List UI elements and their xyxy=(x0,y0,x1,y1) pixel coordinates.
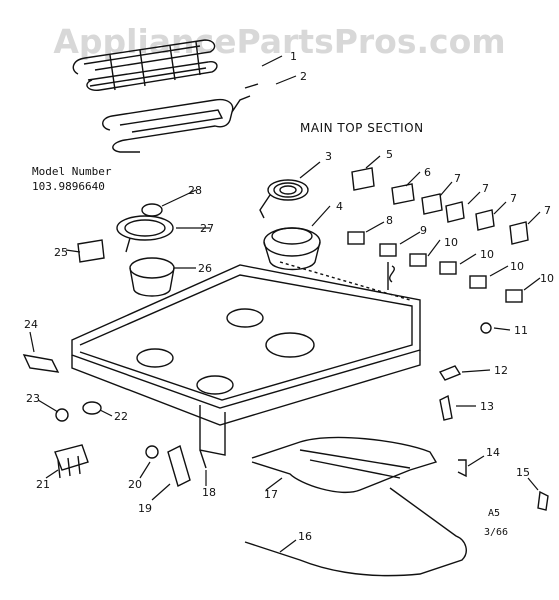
revision-date: 3/66 xyxy=(484,527,509,538)
callout: 20 xyxy=(128,478,142,491)
callout: 5 xyxy=(386,148,393,161)
part-13 xyxy=(439,394,453,421)
callout: 24 xyxy=(24,318,38,331)
section-title: MAIN TOP SECTION xyxy=(300,121,424,135)
part-23 xyxy=(55,408,69,422)
callout: 6 xyxy=(424,166,431,179)
callout: 22 xyxy=(114,410,128,423)
callout: 10 xyxy=(540,272,554,285)
callout: 26 xyxy=(198,262,212,275)
terminal-block xyxy=(54,444,89,479)
callout: 10 xyxy=(510,260,524,273)
part-18 xyxy=(199,449,207,469)
drip-pan-small xyxy=(129,257,175,297)
control-knobs xyxy=(351,167,529,245)
surface-coil xyxy=(259,179,309,219)
callout: 14 xyxy=(486,446,500,459)
callout: 12 xyxy=(494,364,508,377)
part-15 xyxy=(537,490,549,511)
callout: 10 xyxy=(480,248,494,261)
bake-element-upper xyxy=(102,83,259,153)
callout: 18 xyxy=(202,486,216,499)
callout: 4 xyxy=(336,200,343,213)
broil-element-lower xyxy=(251,436,438,494)
revision-code: A5 xyxy=(488,508,501,519)
part-24 xyxy=(22,354,60,373)
callout: 15 xyxy=(516,466,530,479)
cooktop-body xyxy=(71,261,421,456)
callout: 1 xyxy=(290,50,297,63)
part-12 xyxy=(438,365,462,381)
callout: 7 xyxy=(544,204,551,217)
callout: 19 xyxy=(138,502,152,515)
model-number-label: Model Number xyxy=(32,165,112,178)
drip-pan-large xyxy=(263,227,321,271)
broil-element xyxy=(72,39,218,92)
callout: 7 xyxy=(482,182,489,195)
part-11 xyxy=(480,322,492,334)
callout: 23 xyxy=(26,392,40,405)
callout: 10 xyxy=(444,236,458,249)
part-22 xyxy=(82,401,102,415)
callout: 7 xyxy=(454,172,461,185)
callout: 8 xyxy=(386,214,393,227)
part-19 xyxy=(167,444,191,488)
callout: 25 xyxy=(54,246,68,259)
callout: 11 xyxy=(514,324,528,337)
callout: 7 xyxy=(510,192,517,205)
callout: 13 xyxy=(480,400,494,413)
part-20 xyxy=(145,445,159,459)
callout: 3 xyxy=(325,150,332,163)
callout: 9 xyxy=(420,224,427,237)
trim-ring xyxy=(116,215,174,253)
model-number-value: 103.9896640 xyxy=(32,180,105,193)
watermark: AppliancePartsPros.com xyxy=(53,22,506,61)
callout: 27 xyxy=(200,222,214,235)
callout: 17 xyxy=(264,488,278,501)
callout-leaders xyxy=(29,55,541,553)
part-28 xyxy=(141,203,163,217)
callout: 21 xyxy=(36,478,50,491)
part-14 xyxy=(457,459,467,478)
callout-numbers: 1 2 3 4 5 6 7 7 7 7 8 9 10 10 10 10 11 1… xyxy=(24,50,554,543)
callout: 28 xyxy=(188,184,202,197)
callout: 16 xyxy=(298,530,312,543)
bake-element-lower xyxy=(244,487,467,577)
callout: 2 xyxy=(300,70,307,83)
part-25 xyxy=(77,239,105,263)
control-switches xyxy=(347,231,523,303)
